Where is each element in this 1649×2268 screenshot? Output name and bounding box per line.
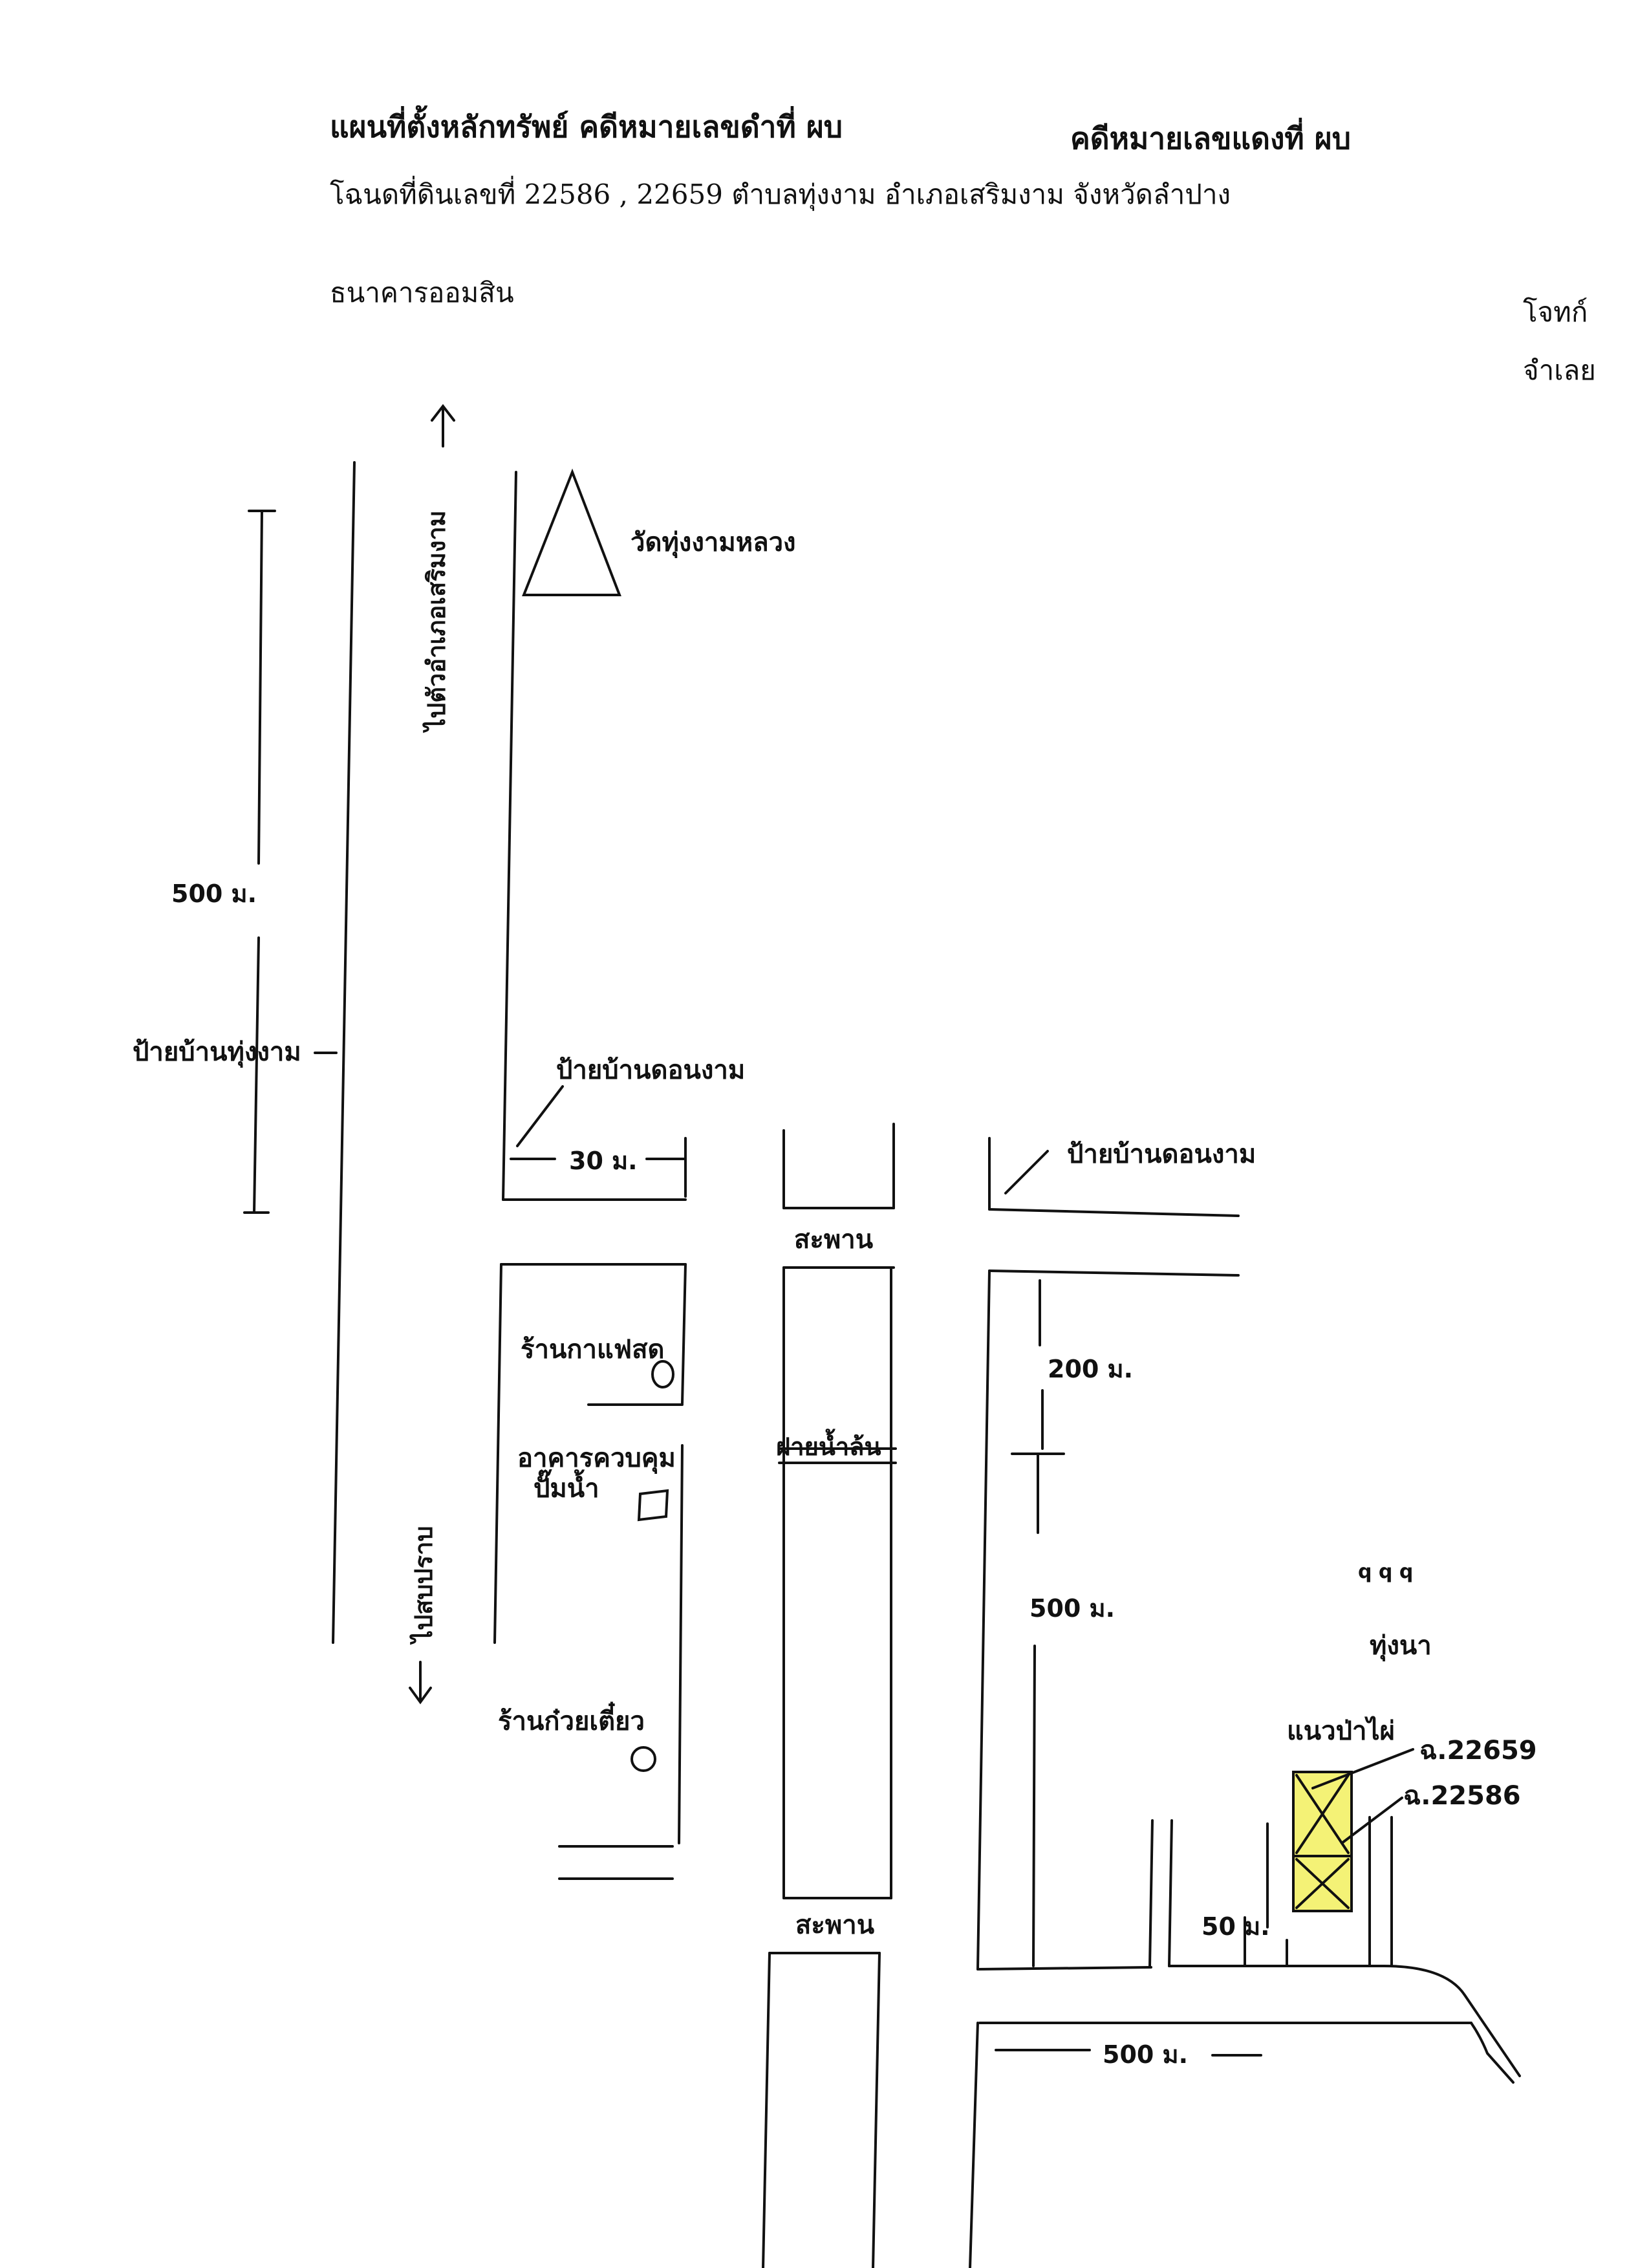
plaintiff-name: ธนาคารออมสิน: [330, 277, 514, 308]
coffee-shop-label: ร้านกาแฟสด: [521, 1335, 664, 1365]
main-highway: [332, 461, 687, 1644]
bridge-top-label: สะพาน: [794, 1225, 873, 1255]
temple-triangle-icon: [522, 468, 621, 596]
shop-block: [558, 1263, 687, 1880]
weir-label: ฝายน้ำล้น: [776, 1429, 881, 1461]
road-label-to-sobprap: ไปสบปราบ: [409, 1526, 438, 1645]
sign-khonngam-right-label: ป้ายบ้านดอนงาม: [1067, 1139, 1256, 1169]
noodle-shop-label: ร้านก๋วยเตี๋ยว: [498, 1701, 645, 1736]
sign-khonngam-left-label: ป้ายบ้านดอนงาม: [556, 1055, 745, 1085]
parcel-22659-pointer: [1311, 1748, 1414, 1789]
sign-khonngam-right-pointer: [1004, 1150, 1049, 1194]
map-title-left: แผนที่ตั้งหลักทรัพย์ คดีหมายเลขดำที่ ผบ: [330, 109, 843, 144]
rice-field-marks: ԛ ԛ ԛ: [1358, 1561, 1413, 1583]
distance-label-200: 200 ม.: [1048, 1355, 1133, 1383]
map-title-right: คดีหมายเลขแดงที่ ผบ: [1070, 121, 1351, 156]
road-label-to-district: ไปตัวอำเภอเสริมงาม: [422, 510, 451, 733]
land-parcels: [1292, 1771, 1353, 1912]
weir: [778, 1447, 897, 1464]
parcel-22659-label: ฉ.22659: [1419, 1736, 1537, 1766]
noodle-shop-circle-icon: [630, 1746, 656, 1772]
arrow-up-icon: [431, 404, 455, 448]
distance-bar-500-left: [243, 510, 276, 1214]
distance-label-500-left: 500 ม.: [171, 880, 257, 908]
distance-label-50: 50 ม.: [1202, 1912, 1270, 1941]
distance-label-30: 30 ม.: [569, 1147, 638, 1175]
temple-label: วัดทุ่งงามหลวง: [630, 528, 796, 559]
plaintiff-role: โจทก์: [1523, 296, 1588, 328]
arrow-down-icon: [409, 1661, 432, 1705]
rice-field-label: ทุ่งนา: [1370, 1631, 1432, 1662]
parcel-22586-label: ฉ.22586: [1403, 1781, 1521, 1811]
distance-label-500-bottom: 500 ม.: [1103, 2040, 1188, 2069]
canal: [762, 1123, 895, 2268]
coffee-shop-circle-icon: [651, 1360, 674, 1388]
deed-line: โฉนดที่ดินเลขที่ 22586 , 22659 ตำบลทุ่งง…: [330, 178, 1231, 210]
sign-khonngam-left-pointer: [516, 1085, 564, 1147]
defendant-role: จำเลย: [1523, 354, 1596, 386]
sign-thungngam-label: ป้ายบ้านทุ่งงาม: [133, 1037, 301, 1068]
distance-bar-500-right: [1032, 1454, 1039, 1967]
parcel-22586-pointer: [1341, 1797, 1403, 1844]
distance-bar-30: [510, 1137, 687, 1198]
control-building-label-line1: อาคารควบคุม: [517, 1443, 676, 1474]
side-lanes: [1148, 1816, 1393, 1967]
control-building-label-line2: ปั๊มน้ำ: [534, 1469, 599, 1504]
right-road: [969, 1137, 1521, 2268]
control-building-square-icon: [637, 1489, 669, 1522]
distance-label-500-right: 500 ม.: [1029, 1594, 1115, 1623]
bridge-bottom-label: สะพาน: [795, 1910, 874, 1940]
bamboo-forest-label: แนวป่าไผ่: [1287, 1716, 1395, 1746]
